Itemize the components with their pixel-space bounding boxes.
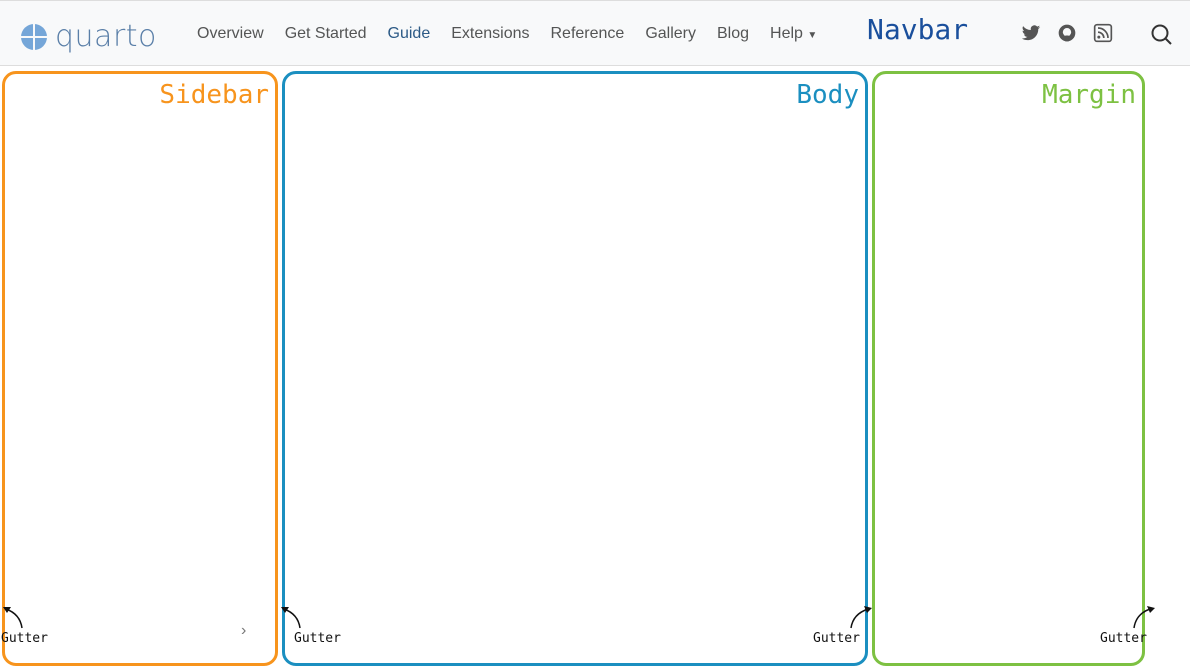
gutter-label: Gutter bbox=[813, 631, 860, 646]
gutter-label: Gutter bbox=[1, 631, 48, 646]
body-region: Body bbox=[282, 71, 868, 666]
navbar-annotation: Navbar bbox=[867, 13, 969, 46]
twitter-icon[interactable] bbox=[1021, 23, 1041, 43]
margin-label: Margin bbox=[1042, 80, 1136, 110]
nav-guide[interactable]: Guide bbox=[387, 25, 431, 42]
navbar: quarto Overview Get Started Guide Extens… bbox=[0, 0, 1190, 66]
brand-name: quarto bbox=[55, 19, 157, 54]
nav-gallery[interactable]: Gallery bbox=[645, 25, 696, 42]
nav-help[interactable]: Help ▼ bbox=[770, 25, 817, 43]
margin-region: Margin bbox=[872, 71, 1145, 666]
gutter-label: Gutter bbox=[294, 631, 341, 646]
nav-help-label: Help bbox=[770, 25, 803, 42]
body-label: Body bbox=[796, 80, 859, 110]
sidebar-region: Sidebar › bbox=[2, 71, 278, 666]
rss-icon[interactable] bbox=[1093, 23, 1113, 43]
sidebar-label: Sidebar bbox=[159, 80, 269, 110]
chevron-right-icon[interactable]: › bbox=[241, 622, 247, 639]
quarto-logo-icon bbox=[21, 23, 47, 50]
gutter-label: Gutter bbox=[1100, 631, 1147, 646]
nav-extensions[interactable]: Extensions bbox=[451, 25, 530, 42]
search-icon[interactable] bbox=[1151, 24, 1173, 46]
nav-overview[interactable]: Overview bbox=[197, 25, 264, 42]
quarto-logo[interactable]: quarto bbox=[20, 19, 157, 54]
nav-reference[interactable]: Reference bbox=[550, 25, 625, 42]
nav-get-started[interactable]: Get Started bbox=[284, 25, 367, 42]
caret-down-icon: ▼ bbox=[807, 30, 818, 41]
github-icon[interactable] bbox=[1057, 23, 1077, 43]
nav-blog[interactable]: Blog bbox=[717, 25, 750, 42]
gutter-arrows bbox=[3, 606, 1155, 629]
